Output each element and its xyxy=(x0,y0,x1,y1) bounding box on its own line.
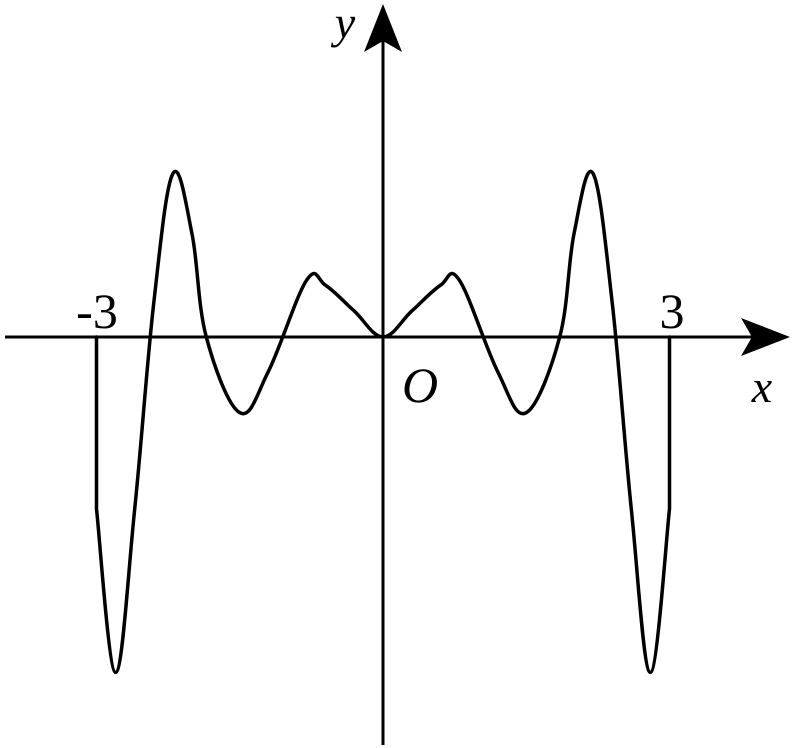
x-tick-label-neg3: -3 xyxy=(76,283,118,339)
origin-label: O xyxy=(402,357,438,413)
x-axis-label: x xyxy=(751,361,773,412)
y-axis-label: y xyxy=(331,0,356,48)
series-line xyxy=(94,169,672,675)
x-tick-label-3: 3 xyxy=(660,283,685,339)
y-axis-arrow-icon xyxy=(364,4,402,52)
x-axis-arrow-icon xyxy=(741,318,790,356)
